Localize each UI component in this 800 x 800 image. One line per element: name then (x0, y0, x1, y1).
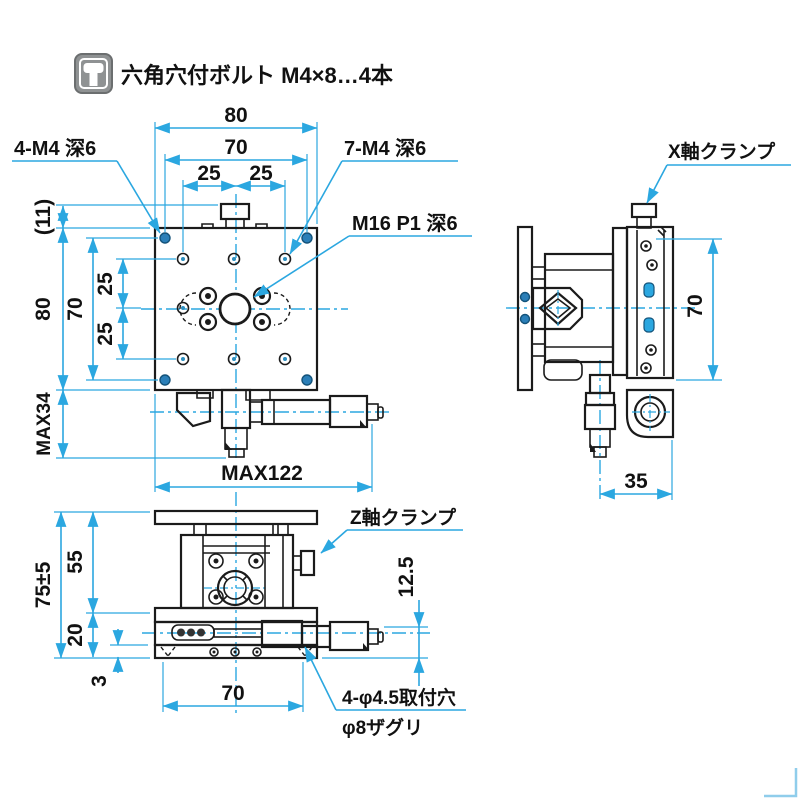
carrier-plate (611, 226, 629, 377)
dim-70-front: 70 (221, 682, 244, 705)
shade-mark (225, 442, 232, 450)
dim-25-top-a: 25 (197, 162, 221, 185)
x-micrometer-front (171, 619, 384, 652)
x-slide-plate (625, 225, 675, 380)
label-z-clamp: Z軸クランプ (350, 506, 457, 529)
micrometer-cap (377, 406, 384, 419)
plate-screw (519, 291, 531, 303)
label-grid-holes: 7-M4 深6 (344, 137, 426, 160)
x-clamp-neck (636, 216, 652, 229)
drive-knob-plate (625, 388, 675, 439)
hex-socket-bolt-icon (74, 53, 113, 94)
dim-80-top: 80 (224, 104, 247, 127)
grid-holes (176, 252, 292, 366)
base-plate-screws (209, 647, 262, 657)
slide-screws (640, 240, 658, 374)
spindle-tip (228, 448, 245, 458)
bore-ticks (222, 575, 248, 601)
clamp-bracket (175, 391, 212, 428)
z-center-bore (216, 569, 254, 607)
label-counterbore: φ8ザグリ (342, 716, 423, 739)
plate-tab (272, 523, 289, 536)
corner-hole (301, 232, 313, 244)
clamp-arm (531, 286, 584, 331)
dim-3: 3 (88, 675, 111, 687)
shade-mark (360, 420, 366, 427)
dim-11: (11) (32, 199, 55, 235)
dim-25-left-b: 25 (94, 322, 117, 346)
dim-35: 35 (624, 470, 648, 493)
label-corner-holes: 4-M4 深6 (14, 137, 96, 160)
side-view: 70 35 X軸クランプ (506, 140, 791, 500)
dim-70-side: 70 (684, 294, 707, 317)
dim-12-5: 12.5 (395, 556, 418, 597)
page-corner-mark (764, 768, 798, 798)
dim-20: 20 (64, 623, 87, 646)
dim-80-left: 80 (32, 297, 55, 320)
body-foot (543, 359, 583, 381)
dim-55: 55 (64, 550, 87, 574)
corner-hole (159, 374, 171, 386)
label-center-thread: M16 P1 深6 (352, 212, 458, 235)
dim-70-top: 70 (224, 136, 247, 159)
dim-25-left-a: 25 (94, 272, 117, 296)
connector-tab (531, 343, 546, 357)
dim-max122: MAX122 (221, 462, 303, 485)
top-view-dimensions: 80 70 25 25 (11) 80 70 25 25 MAX34 MAX12… (32, 104, 373, 493)
dashed-arc-right (273, 292, 291, 326)
top-view-labels: 4-M4 深6 7-M4 深6 M16 P1 深6 (12, 137, 472, 298)
plate-tab (193, 523, 207, 536)
corner-hole (301, 374, 313, 386)
dashed-arc-left (179, 292, 197, 326)
dim-75: 75±5 (32, 561, 55, 608)
edge-bump-left (201, 223, 214, 228)
top-plate-front (153, 509, 319, 526)
x-clamp-knob (630, 202, 658, 219)
z-micrometer-side (583, 373, 617, 458)
lower-tab (245, 390, 271, 401)
label-mount-holes: 4-φ4.5取付穴 (342, 686, 456, 709)
base-plate (153, 643, 319, 660)
corner-hole (159, 232, 171, 244)
plate-screw (519, 313, 531, 325)
top-knob (219, 202, 251, 221)
header-note: 六角穴付ボルト M4×8…4本 (74, 53, 393, 94)
top-view (141, 194, 348, 462)
z-clamp-knob (299, 549, 316, 577)
top-knob-neck (225, 218, 245, 229)
bolt-note-text: 六角穴付ボルト M4×8…4本 (121, 63, 393, 88)
x-micrometer-plan (150, 388, 390, 458)
center-m16-hole (218, 292, 252, 326)
dim-25-top-b: 25 (249, 162, 273, 185)
label-x-clamp: X軸クランプ (668, 140, 776, 163)
dim-max34: MAX34 (34, 392, 55, 456)
edge-bump-right (255, 223, 268, 228)
z-center-bore-inner (223, 576, 247, 600)
front-view: 75±5 55 20 3 70 12.5 Z軸クランプ 4-φ4.5取付穴 φ8… (32, 492, 466, 739)
z-clamp-neck (292, 555, 302, 571)
dim-70-left: 70 (64, 297, 87, 320)
connector-tab (531, 266, 546, 280)
